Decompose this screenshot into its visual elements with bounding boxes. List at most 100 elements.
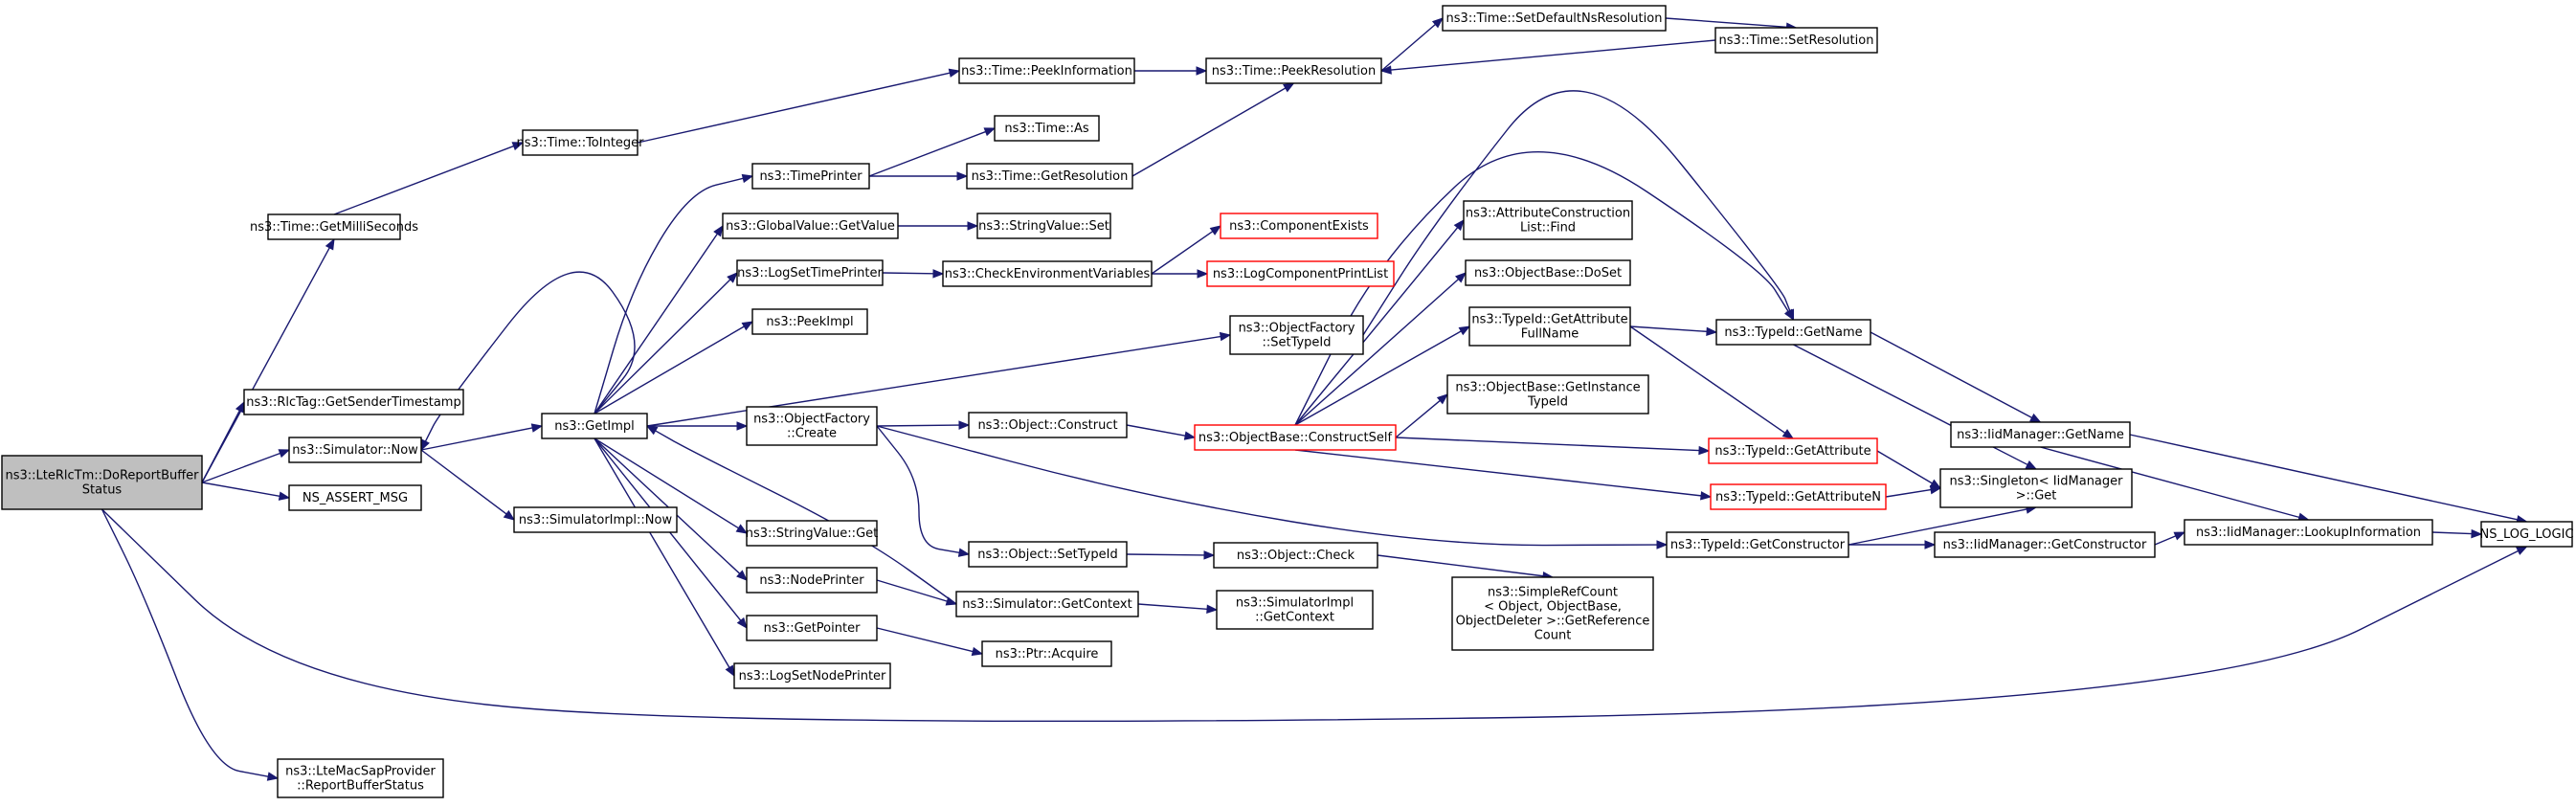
node-simnow[interactable]: ns3::Simulator::Now	[288, 437, 422, 463]
node-ofcreate[interactable]: ns3::ObjectFactory::Create	[746, 406, 878, 446]
node-box-tidgetctor[interactable]	[1666, 531, 1849, 558]
node-singleton[interactable]: ns3::Singleton< IidManager >::Get	[1939, 468, 2133, 508]
node-tidgetname[interactable]: ns3::TypeId::GetName	[1715, 319, 1871, 346]
node-box-simplerefcount[interactable]	[1451, 576, 1654, 651]
node-tidgetattrn[interactable]: ns3::TypeId::GetAttributeN	[1710, 483, 1887, 510]
node-noderinter[interactable]: ns3::NodePrinter	[746, 567, 878, 594]
node-box-getres[interactable]	[966, 163, 1133, 190]
node-box-iidlookup[interactable]	[2184, 519, 2433, 546]
node-box-rlctag[interactable]	[243, 389, 464, 415]
node-compexists[interactable]: ns3::ComponentExists	[1220, 213, 1378, 239]
node-objconstruct[interactable]: ns3::Object::Construct	[968, 412, 1128, 438]
node-box-tidgetattrfull[interactable]	[1468, 306, 1631, 347]
node-box-iidgetctor[interactable]	[1934, 531, 2156, 558]
node-tidgetattr[interactable]: ns3::TypeId::GetAttribute	[1708, 437, 1878, 464]
node-box-getimpl[interactable]	[541, 413, 648, 439]
node-getimpl[interactable]: ns3::GetImpl	[541, 413, 648, 439]
node-tidgetctor[interactable]: ns3::TypeId::GetConstructor	[1666, 531, 1849, 558]
node-box-root[interactable]	[1, 455, 203, 510]
node-svset[interactable]: ns3::StringValue::Set	[976, 213, 1111, 239]
node-box-getpointer[interactable]	[746, 615, 878, 641]
node-box-peekimpl[interactable]	[751, 308, 868, 335]
node-box-tidgetname[interactable]	[1715, 319, 1871, 346]
node-box-tidgetattr[interactable]	[1708, 437, 1878, 464]
node-box-noderinter[interactable]	[746, 567, 878, 594]
node-box-peekinfo[interactable]	[958, 57, 1135, 84]
node-getmilli[interactable]: ns3::Time::GetMilliSeconds	[250, 213, 418, 240]
node-setdefns[interactable]: ns3::Time::SetDefaultNsResolution	[1442, 5, 1667, 32]
node-rlctag[interactable]: ns3::RlcTag::GetSenderTimestamp	[243, 389, 464, 415]
node-box-svget[interactable]	[746, 520, 878, 547]
node-ltemacsap[interactable]: ns3::LteMacSapProvider::ReportBufferStat…	[277, 758, 444, 798]
node-box-setdefns[interactable]	[1442, 5, 1667, 32]
node-timeas[interactable]: ns3::Time::As	[994, 115, 1100, 142]
node-gvgetvalue[interactable]: ns3::GlobalValue::GetValue	[722, 213, 899, 239]
node-box-getmilli[interactable]	[267, 213, 401, 240]
node-box-obdoset[interactable]	[1465, 259, 1631, 286]
node-box-timeas[interactable]	[994, 115, 1100, 142]
node-logsetnode[interactable]: ns3::LogSetNodePrinter	[733, 662, 891, 689]
node-box-simimplctx[interactable]	[1216, 590, 1374, 630]
node-peekimpl[interactable]: ns3::PeekImpl	[751, 308, 868, 335]
node-box-ptracquire[interactable]	[981, 640, 1112, 667]
node-simimplctx[interactable]: ns3::SimulatorImpl::GetContext	[1216, 590, 1374, 630]
node-box-constructself[interactable]	[1194, 424, 1397, 451]
node-box-obgetinst[interactable]	[1446, 374, 1649, 415]
node-simplerefcount[interactable]: ns3::SimpleRefCount< Object, ObjectBase,…	[1451, 576, 1654, 651]
node-iidgetname[interactable]: ns3::IidManager::GetName	[1950, 421, 2131, 448]
node-box-objconstruct[interactable]	[968, 412, 1128, 438]
node-box-ofsettypeid[interactable]	[1229, 315, 1364, 355]
node-box-simnow[interactable]	[288, 437, 422, 463]
node-box-simimplnow[interactable]	[513, 506, 678, 533]
node-objsettypeid[interactable]: ns3::Object::SetTypeId	[968, 541, 1128, 568]
node-constructself[interactable]: ns3::ObjectBase::ConstructSelf	[1194, 424, 1397, 451]
node-box-acfind[interactable]	[1463, 200, 1633, 240]
node-ofsettypeid[interactable]: ns3::ObjectFactory::SetTypeId	[1229, 315, 1364, 355]
node-box-logsettime[interactable]	[736, 259, 884, 286]
node-svget[interactable]: ns3::StringValue::Get	[746, 520, 878, 547]
node-setres[interactable]: ns3::Time::SetResolution	[1714, 27, 1878, 54]
node-simgetctx[interactable]: ns3::Simulator::GetContext	[955, 591, 1139, 617]
node-timeprinter[interactable]: ns3::TimePrinter	[751, 163, 870, 190]
node-box-ofcreate[interactable]	[746, 406, 878, 446]
node-box-checkenv[interactable]	[942, 260, 1153, 287]
node-box-objcheck[interactable]	[1213, 542, 1378, 569]
node-box-tointeger[interactable]	[522, 129, 638, 156]
node-box-ltemacsap[interactable]	[277, 758, 444, 798]
node-simimplnow[interactable]: ns3::SimulatorImpl::Now	[513, 506, 678, 533]
node-peekinfo[interactable]: ns3::Time::PeekInformation	[958, 57, 1135, 84]
node-assertmsg[interactable]: NS_ASSERT_MSG	[288, 484, 422, 511]
node-box-gvgetvalue[interactable]	[722, 213, 899, 239]
node-nslog[interactable]: NS_LOG_LOGIC	[2479, 521, 2574, 548]
node-box-singleton[interactable]	[1939, 468, 2133, 508]
node-peekres[interactable]: ns3::Time::PeekResolution	[1205, 57, 1382, 84]
node-box-setres[interactable]	[1714, 27, 1878, 54]
node-box-iidgetname[interactable]	[1950, 421, 2131, 448]
node-box-assertmsg[interactable]	[288, 484, 422, 511]
node-tointeger[interactable]: ns3::Time::ToInteger	[516, 129, 644, 156]
node-box-compexists[interactable]	[1220, 213, 1378, 239]
node-box-timeprinter[interactable]	[751, 163, 870, 190]
node-box-svset[interactable]	[976, 213, 1111, 239]
node-logcompprint[interactable]: ns3::LogComponentPrintList	[1206, 260, 1395, 287]
node-iidgetctor[interactable]: ns3::IidManager::GetConstructor	[1934, 531, 2156, 558]
node-getres[interactable]: ns3::Time::GetResolution	[966, 163, 1133, 190]
node-iidlookup[interactable]: ns3::IidManager::LookupInformation	[2184, 519, 2433, 546]
node-box-peekres[interactable]	[1205, 57, 1382, 84]
node-box-tidgetattrn[interactable]	[1710, 483, 1887, 510]
node-box-logsetnode[interactable]	[733, 662, 891, 689]
node-ptracquire[interactable]: ns3::Ptr::Acquire	[981, 640, 1112, 667]
node-box-logcompprint[interactable]	[1206, 260, 1395, 287]
node-objcheck[interactable]: ns3::Object::Check	[1213, 542, 1378, 569]
node-obdoset[interactable]: ns3::ObjectBase::DoSet	[1465, 259, 1631, 286]
node-box-simgetctx[interactable]	[955, 591, 1139, 617]
node-box-nslog[interactable]	[2480, 521, 2573, 548]
node-logsettime[interactable]: ns3::LogSetTimePrinter	[736, 259, 884, 286]
node-box-objsettypeid[interactable]	[968, 541, 1128, 568]
node-checkenv[interactable]: ns3::CheckEnvironmentVariables	[942, 260, 1153, 287]
node-getpointer[interactable]: ns3::GetPointer	[746, 615, 878, 641]
